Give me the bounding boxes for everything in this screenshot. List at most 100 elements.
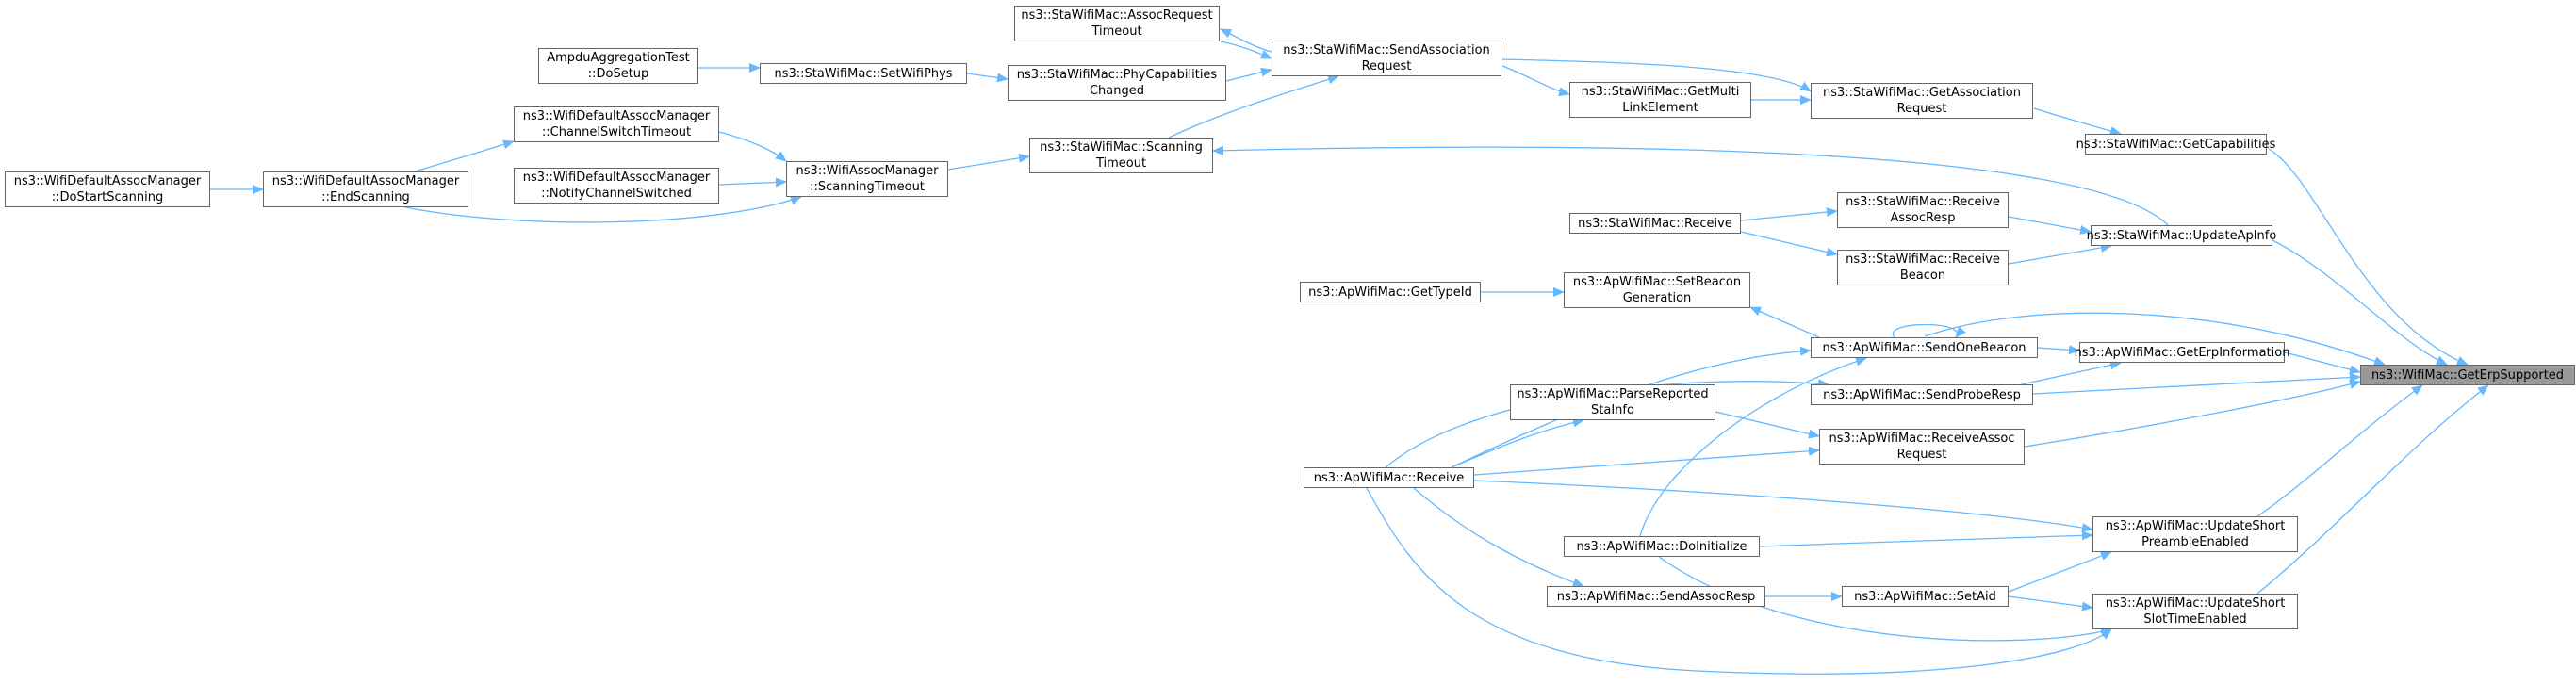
node-label-line: ::ScanningTimeout xyxy=(810,180,925,194)
node-label-line: ns3::StaWifiMac::AssocRequest xyxy=(1021,8,1213,23)
node-label-line: ::ChannelSwitchTimeout xyxy=(541,125,692,139)
call-edge xyxy=(2037,345,2080,355)
call-edge xyxy=(414,139,515,172)
call-edge xyxy=(2256,384,2489,595)
call-edge xyxy=(1473,480,2093,532)
node-apwifimac-sendonebeacon[interactable]: ns3::ApWifiMac::SendOneBeacon xyxy=(1811,337,2038,358)
node-apwifimac-sendassocresp[interactable]: ns3::ApWifiMac::SendAssocResp xyxy=(1547,586,1765,607)
call-edge xyxy=(1220,41,1272,59)
node-label-line: Generation xyxy=(1622,291,1692,305)
node-wifidefaultassocmanager-endscanning[interactable]: ns3::WifiDefaultAssocManager::EndScannin… xyxy=(263,171,468,207)
call-edge xyxy=(2008,595,2093,612)
node-label-line: AmpduAggregationTest xyxy=(547,51,690,65)
node-label-line: SlotTimeEnabled xyxy=(2143,612,2247,627)
call-edge xyxy=(947,153,1030,171)
call-edge xyxy=(1501,58,1812,92)
node-stawifimac-updateapinfo[interactable]: ns3::StaWifiMac::UpdateApInfo xyxy=(2087,225,2276,246)
node-label-line: Beacon xyxy=(1899,269,1946,283)
node-label-line: Timeout xyxy=(1091,24,1142,39)
call-edge xyxy=(1740,207,1838,221)
call-edge xyxy=(1759,530,2093,547)
call-edge xyxy=(1225,67,1272,82)
call-edge xyxy=(1749,306,1820,338)
node-label-line: Request xyxy=(1361,59,1412,73)
node-wifidefaultassocmanager-channelswitchtimeout[interactable]: ns3::WifiDefaultAssocManager::ChannelSwi… xyxy=(514,106,719,142)
call-edge xyxy=(1924,312,2386,366)
node-label-line: ns3::ApWifiMac::SetBeacon xyxy=(1572,275,1742,289)
node-apwifimac-doinitialize[interactable]: ns3::ApWifiMac::DoInitialize xyxy=(1564,536,1760,557)
node-apwifimac-sendproberesp[interactable]: ns3::ApWifiMac::SendProbeResp xyxy=(1811,384,2033,405)
node-stawifimac-setwifiphys[interactable]: ns3::StaWifiMac::SetWifiPhys xyxy=(760,63,967,84)
node-label-line: ns3::StaWifiMac::GetAssociation xyxy=(1822,86,2021,100)
node-apwifimac-receive[interactable]: ns3::ApWifiMac::Receive xyxy=(1304,467,1474,488)
call-edge xyxy=(1740,231,1838,257)
node-label-line: ns3::ApWifiMac::ParseReported xyxy=(1517,387,1709,401)
call-edge xyxy=(2032,372,2361,395)
call-edge xyxy=(2284,351,2361,375)
node-label-line: Request xyxy=(1896,102,1947,116)
node-label-line: ns3::ApWifiMac::GetErpInformation xyxy=(2074,345,2290,360)
call-edge xyxy=(1715,411,1820,439)
call-edge xyxy=(2008,551,2112,593)
node-stawifimac-getcapabilities[interactable]: ns3::StaWifiMac::GetCapabilities xyxy=(2076,134,2275,155)
node-label-line: ns3::ApWifiMac::Receive xyxy=(1313,470,1465,485)
call-edge xyxy=(1473,446,1820,476)
call-edge xyxy=(966,73,1009,83)
node-label-line: ns3::StaWifiMac::Receive xyxy=(1578,216,1732,231)
node-apwifimac-gettypeid[interactable]: ns3::ApWifiMac::GetTypeId xyxy=(1300,282,1481,302)
node-label-line: ns3::ApWifiMac::SendProbeResp xyxy=(1823,387,2021,402)
node-label-line: ns3::ApWifiMac::ReceiveAssoc xyxy=(1829,432,2015,446)
call-edge xyxy=(718,131,787,162)
node-label-line: ::NotifyChannelSwitched xyxy=(541,187,692,201)
node-label-line: Changed xyxy=(1089,84,1145,98)
node-label-line: ns3::StaWifiMac::GetCapabilities xyxy=(2076,137,2276,152)
node-label-line: ns3::StaWifiMac::GetMulti xyxy=(1581,85,1740,99)
node-label-line: ns3::ApWifiMac::UpdateShort xyxy=(2105,596,2286,611)
node-label-line: AssocResp xyxy=(1890,211,1956,225)
call-edge xyxy=(2272,239,2448,366)
node-label-line: ns3::WifiAssocManager xyxy=(796,164,939,178)
node-wifidefaultassocmanager-notifychannelswitched[interactable]: ns3::WifiDefaultAssocManager::NotifyChan… xyxy=(514,168,719,204)
node-label-line: ::EndScanning xyxy=(321,190,410,204)
node-label-line: ns3::WifiDefaultAssocManager xyxy=(13,174,202,188)
call-edge xyxy=(1451,417,1584,468)
node-stawifimac-receive[interactable]: ns3::StaWifiMac::Receive xyxy=(1569,213,1741,234)
call-edge xyxy=(1168,74,1339,139)
node-wifiassocmanager-scanningtimeout[interactable]: ns3::WifiAssocManager::ScanningTimeout xyxy=(786,161,948,197)
call-edge xyxy=(2033,107,2122,136)
node-ampduaggregationtest-dosetup[interactable]: AmpduAggregationTest::DoSetup xyxy=(538,48,698,84)
node-apwifimac-geterpinformation[interactable]: ns3::ApWifiMac::GetErpInformation xyxy=(2075,342,2289,363)
node-label-line: ns3::ApWifiMac::UpdateShort xyxy=(2105,519,2286,533)
call-edge xyxy=(1212,145,2169,226)
call-edge xyxy=(1501,65,1570,97)
call-edge xyxy=(2008,216,2092,235)
call-edge xyxy=(2008,242,2112,265)
node-apwifimac-setaid[interactable]: ns3::ApWifiMac::SetAid xyxy=(1842,586,2009,607)
node-label-line: ns3::WifiDefaultAssocManager xyxy=(522,109,711,123)
node-label-line: ns3::StaWifiMac::Receive xyxy=(1846,253,2000,267)
call-edge xyxy=(1366,487,2112,675)
node-label-line: ns3::StaWifiMac::Scanning xyxy=(1040,140,1203,155)
call-edge xyxy=(1413,487,1584,587)
node-wifidefaultassocmanager-dostartscanning[interactable]: ns3::WifiDefaultAssocManager::DoStartSca… xyxy=(5,171,210,207)
node-label-line: ::DoSetup xyxy=(587,67,649,81)
node-label-line: ns3::StaWifiMac::SendAssociation xyxy=(1283,43,1490,57)
node-wifimac-geterpsupported: ns3::WifiMac::GetErpSupported xyxy=(2360,365,2575,385)
node-label-line: ns3::ApWifiMac::SendAssocResp xyxy=(1556,589,1756,604)
node-label-line: ns3::WifiDefaultAssocManager xyxy=(271,174,460,188)
node-label-line: ns3::ApWifiMac::SendOneBeacon xyxy=(1822,340,2026,355)
call-edge xyxy=(2268,148,2469,366)
